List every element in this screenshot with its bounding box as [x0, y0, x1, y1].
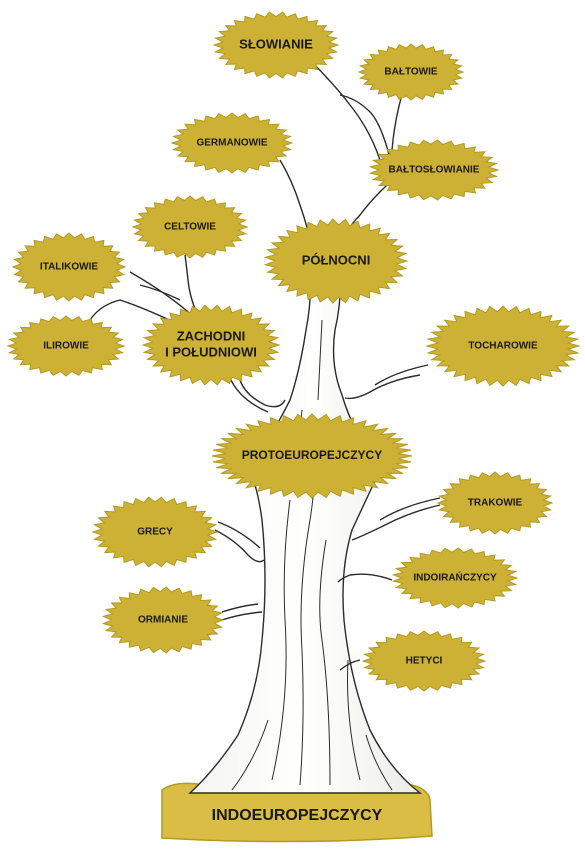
node-north-shape — [263, 218, 409, 304]
node-balto-slavs-shape — [368, 139, 500, 201]
node-greeks: GRECY — [91, 496, 219, 568]
node-hittites: HETYCI — [361, 630, 487, 692]
ground — [161, 782, 433, 843]
node-armenians-shape — [101, 586, 225, 654]
node-west-south-label: I POŁUDNIOWI — [165, 344, 257, 359]
node-indo-iranians-label: INDOIRAŃCZYCY — [413, 571, 497, 584]
node-celts-shape — [131, 195, 249, 259]
node-slavs: SŁOWIANIE — [212, 11, 340, 79]
node-balto-slavs: BAŁTOSŁOWIANIE — [368, 139, 500, 201]
node-tocharians-shape — [425, 305, 581, 387]
node-italics: ITALIKOWIE — [11, 232, 127, 302]
node-greeks-shape — [91, 496, 219, 568]
node-thracians-label: TRAKOWIE — [468, 498, 523, 509]
node-thracians-shape — [436, 471, 554, 535]
node-germans: GERMANOWIE — [170, 112, 294, 174]
node-slavs-label: SŁOWIANIE — [239, 36, 313, 51]
node-celts-label: CELTOWIE — [164, 222, 216, 233]
node-illyrians-shape — [6, 315, 126, 377]
node-tocharians-label: TOCHAROWIE — [468, 341, 538, 352]
node-west-south-label: ZACHODNI — [177, 328, 246, 343]
node-italics-label: ITALIKOWIE — [40, 262, 98, 273]
node-proto-label: PROTOEUROPEJCZYCY — [242, 448, 382, 462]
node-greeks-label: GRECY — [137, 527, 173, 538]
node-proto: PROTOEUROPEJCZYCY — [211, 413, 413, 499]
node-armenians-label: ORMIANIE — [138, 615, 188, 626]
node-tocharians: TOCHAROWIE — [425, 305, 581, 387]
node-north: PÓŁNOCNI — [263, 218, 409, 304]
node-balto-slavs-label: BAŁTOSŁOWIANIE — [389, 165, 480, 176]
node-north-label: PÓŁNOCNI — [302, 252, 371, 267]
node-balts-label: BAŁTOWIE — [384, 67, 437, 78]
node-balts-shape — [357, 43, 465, 101]
node-balts: BAŁTOWIE — [357, 43, 465, 101]
node-celts: CELTOWIE — [131, 195, 249, 259]
node-germans-shape — [170, 112, 294, 174]
node-west-south-shape — [141, 304, 281, 386]
node-slavs-shape — [212, 11, 340, 79]
node-thracians: TRAKOWIE — [436, 471, 554, 535]
node-italics-shape — [11, 232, 127, 302]
node-indo-iranians-shape — [391, 547, 519, 609]
node-armenians: ORMIANIE — [101, 586, 225, 654]
node-indo-iranians: INDOIRAŃCZYCY — [391, 547, 519, 609]
node-germans-label: GERMANOWIE — [196, 138, 267, 149]
node-illyrians: ILIROWIE — [6, 315, 126, 377]
node-root: INDOEUROPEJCZYCY — [212, 807, 383, 824]
node-root-label: INDOEUROPEJCZYCY — [212, 807, 383, 824]
node-illyrians-label: ILIROWIE — [43, 341, 89, 352]
node-proto-shape — [211, 413, 413, 499]
node-hittites-label: HETYCI — [406, 656, 443, 667]
node-hittites-shape — [361, 630, 487, 692]
tree-nodes: SŁOWIANIE BAŁTOWIE GERMANOWIE BAŁTOSŁOWIANI… — [6, 11, 581, 824]
